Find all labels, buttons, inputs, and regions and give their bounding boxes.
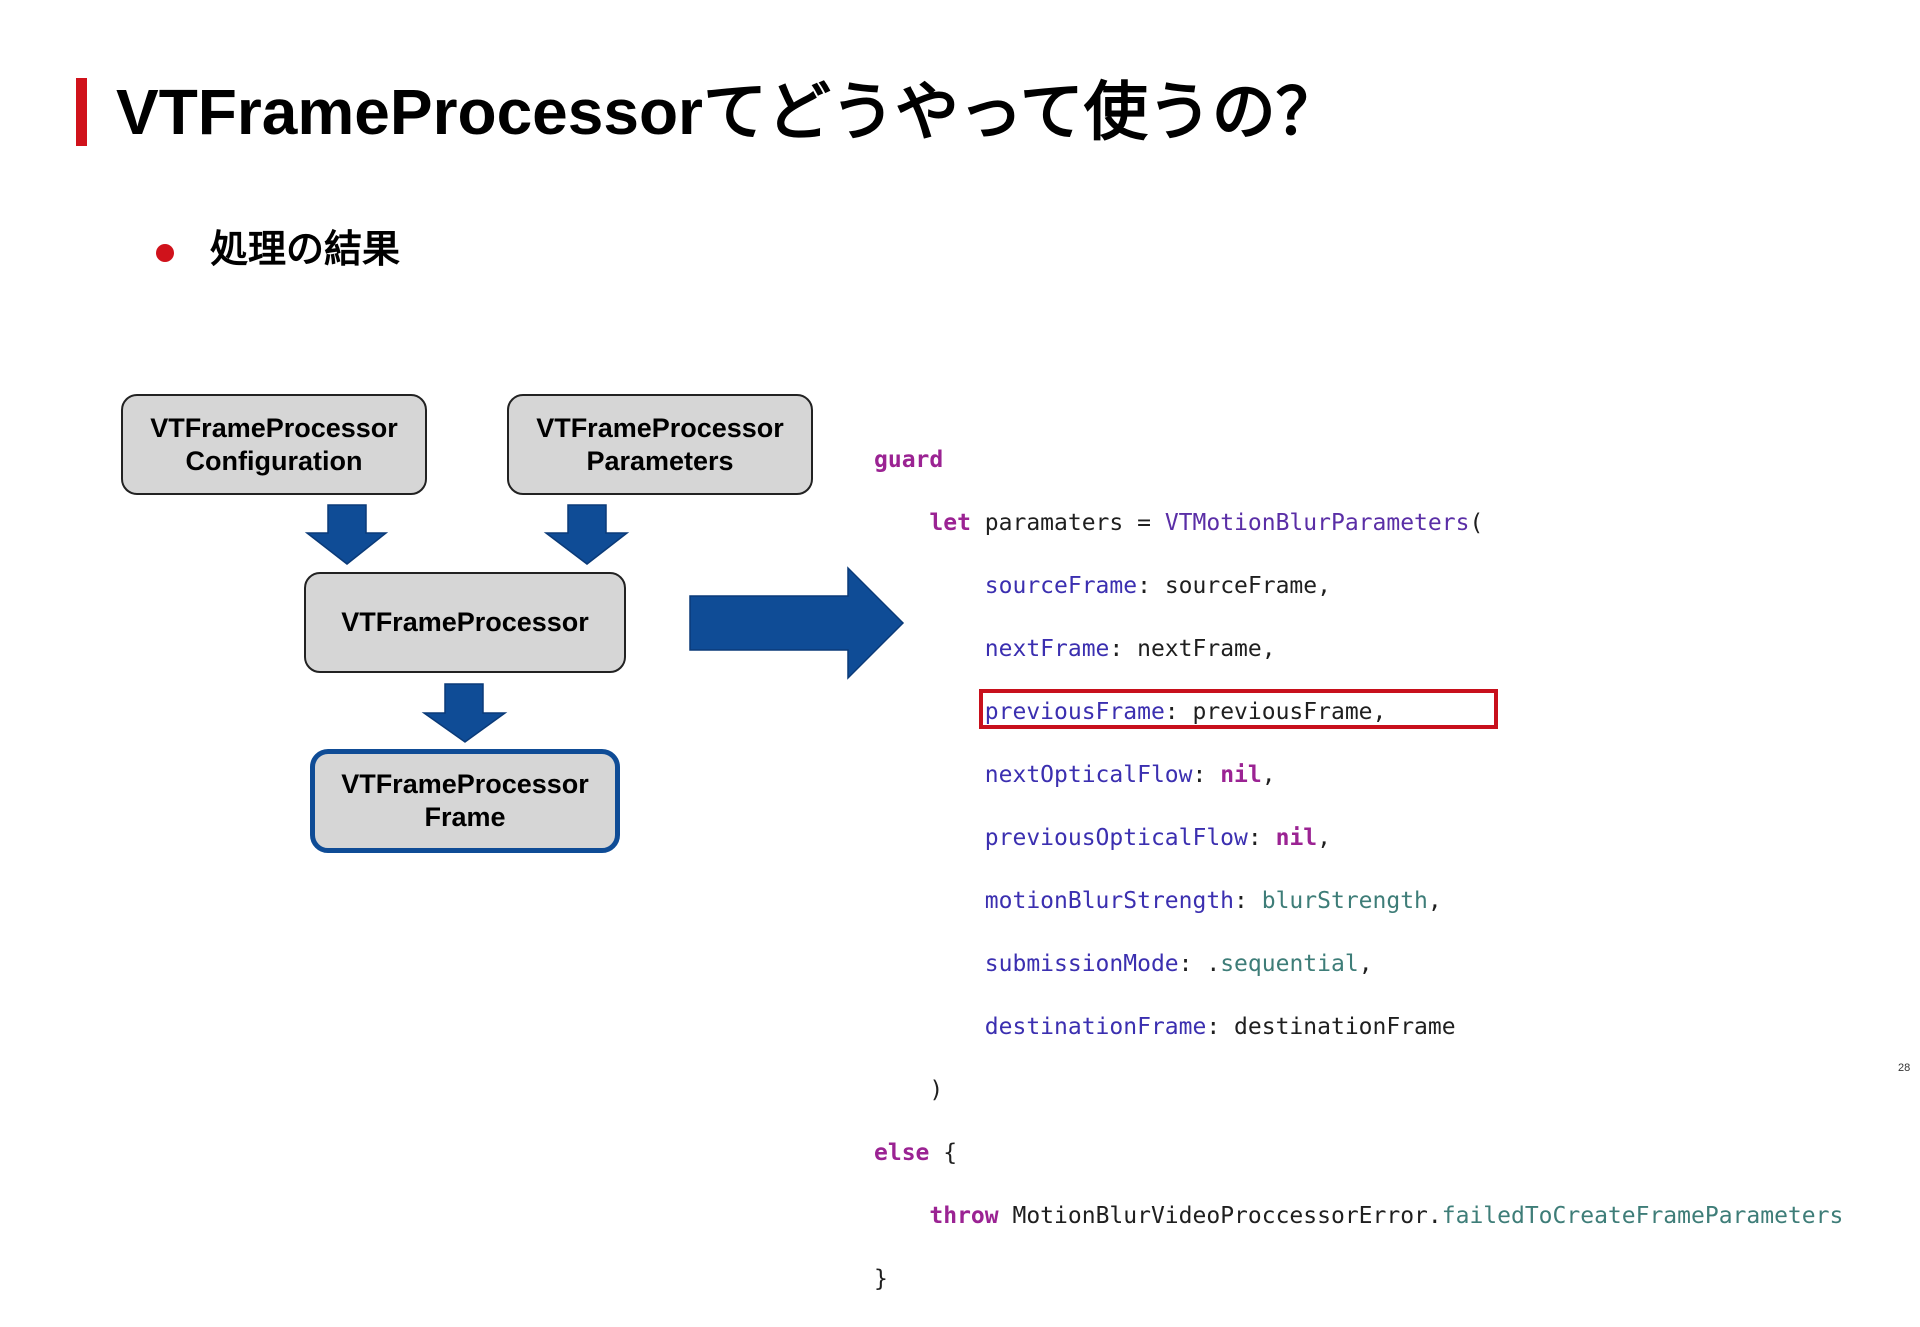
code-line-let: let paramaters = VTMotionBlurParameters( [874,508,1843,540]
code-arg-label: submissionMode [984,950,1179,977]
arrow-params-to-processor [543,504,630,565]
code-snippet: guard let paramaters = VTMotionBlurParam… [874,413,1843,1327]
parameters-box-line2: Parameters [586,445,734,476]
code-arg-tail: , [1261,635,1276,662]
code-line-arg: nextOpticalFlow: nil, [874,760,1843,792]
code-close-brace: } [874,1265,888,1292]
code-arg-value: nil [1275,824,1318,851]
code-arg-tail: , [1261,761,1276,788]
code-arg-sep: : [1137,572,1165,599]
code-arg-sep: : [1164,698,1193,725]
processor-box: VTFrameProcessor [304,572,626,673]
code-line-else: else { [874,1138,1843,1170]
code-arg-sep: : . [1178,950,1221,977]
code-arg-sep: : [1247,824,1276,851]
code-arg-tail: , [1427,887,1442,914]
code-line-guard: guard [874,445,1843,477]
code-throw-keyword: throw [929,1202,999,1229]
code-arg-label: destinationFrame [984,1013,1207,1040]
code-init-type: VTMotionBlurParameters [1164,509,1470,536]
code-arg-value: nil [1220,761,1262,788]
code-guard-keyword: guard [874,446,944,473]
diagram-arrows [304,504,905,743]
code-arg-value: destinationFrame [1234,1013,1456,1040]
arrow-processor-to-frame [421,683,508,743]
page-number: 28 [1898,1062,1911,1074]
arrow-config-to-processor [304,504,389,565]
code-line-arg: sourceFrame: sourceFrame, [874,571,1843,603]
code-arg-value: sequential [1220,950,1359,977]
code-error-type: MotionBlurVideoProccessorError. [998,1202,1442,1229]
code-arg-value: previousFrame [1192,698,1373,725]
config-box-line2: Configuration [185,445,363,476]
config-box: VTFrameProcessor Configuration [121,394,427,495]
code-arg-label: previousOpticalFlow [984,824,1248,851]
code-line-throw: throw MotionBlurVideoProccessorError.fai… [874,1201,1843,1233]
code-arg-sep: : [1192,761,1221,788]
code-error-case: failedToCreateFrameParameters [1441,1202,1844,1229]
title-accent-bar [76,78,87,146]
destination-frame-highlight [979,689,1498,729]
code-arg-sep: : [1206,1013,1235,1040]
code-else-brace: { [929,1139,958,1166]
frame-box: VTFrameProcessor Frame [310,749,620,853]
code-arg-tail: , [1358,950,1373,977]
frame-box-line2: Frame [424,802,506,832]
code-line-arg: nextFrame: nextFrame, [874,634,1843,666]
code-arg-tail: , [1317,572,1331,599]
code-arg-value: nextFrame [1137,635,1262,662]
code-arg-label: sourceFrame [984,572,1138,599]
code-line-close-brace: } [874,1264,1843,1296]
code-line-arg: motionBlurStrength: blurStrength, [874,886,1843,918]
code-arg-sep: : [1234,887,1262,914]
code-arg-tail: , [1317,824,1331,851]
code-line-arg: submissionMode: .sequential, [874,949,1843,981]
code-line-arg: previousFrame: previousFrame, [874,697,1843,729]
code-arg-sep: : [1109,635,1138,662]
parameters-box-line1: VTFrameProcessor [536,412,784,443]
code-var-name: paramaters = [970,509,1165,536]
code-else-keyword: else [874,1139,930,1166]
processor-box-label: VTFrameProcessor [341,607,589,637]
frame-box-line1: VTFrameProcessor [341,769,589,799]
code-let-keyword: let [929,509,971,536]
code-line-arg: previousOpticalFlow: nil, [874,823,1843,855]
bullet-dot [156,244,174,262]
code-arg-label: motionBlurStrength [984,887,1235,914]
bullet-text: 処理の結果 [210,229,401,271]
slide-title: VTFrameProcessorてどうやって使うの？ [116,76,1340,148]
code-line-close-paren: ) [874,1075,1843,1107]
code-arg-label: nextFrame [984,635,1110,662]
code-arg-label: previousFrame [984,698,1165,725]
code-line-arg-highlighted: destinationFrame: destinationFrame [874,1012,1843,1044]
code-close-paren: ) [929,1076,944,1103]
code-arg-value: blurStrength [1261,887,1428,914]
parameters-box: VTFrameProcessor Parameters [507,394,813,495]
code-arg-tail: , [1372,698,1387,725]
config-box-line1: VTFrameProcessor [150,412,398,443]
code-open-paren: ( [1469,509,1484,536]
code-arg-label: nextOpticalFlow [984,761,1193,788]
arrow-to-code [689,566,905,680]
code-arg-value: sourceFrame [1164,572,1318,599]
